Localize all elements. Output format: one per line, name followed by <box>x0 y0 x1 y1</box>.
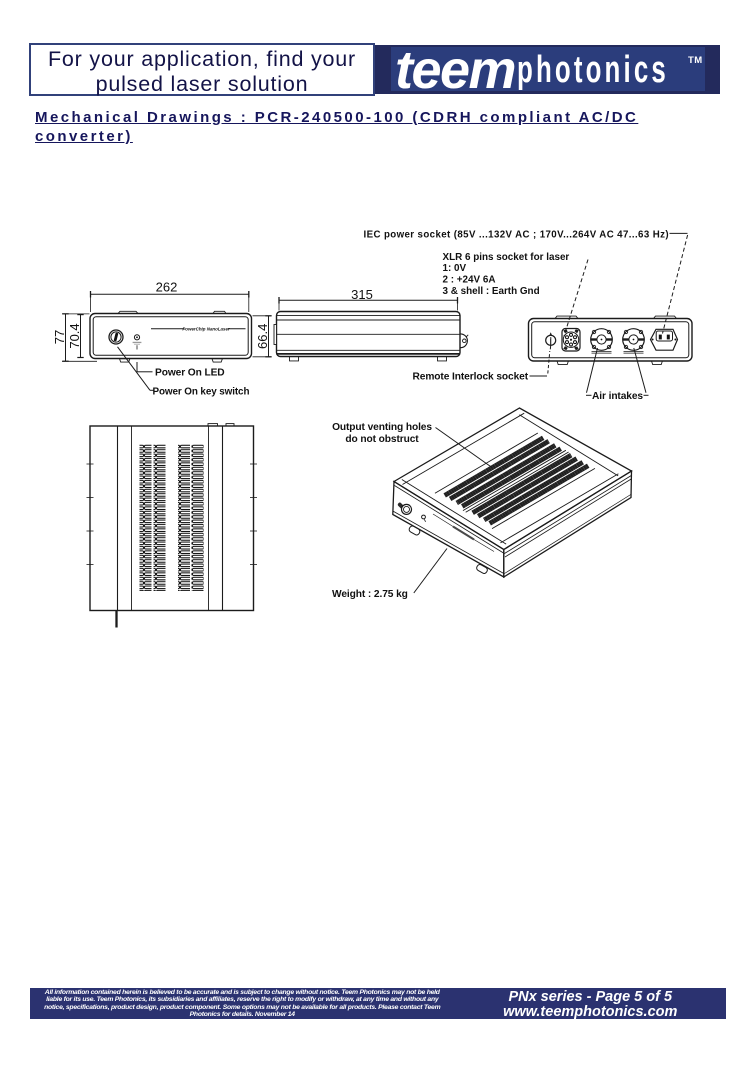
svg-text:1: 0V: 1: 0V <box>443 263 467 274</box>
svg-text:3 & shell : Earth Gnd: 3 & shell : Earth Gnd <box>443 286 540 297</box>
svg-text:77: 77 <box>52 330 67 344</box>
svg-text:70.4: 70.4 <box>67 323 82 348</box>
svg-text:Power On LED: Power On LED <box>155 367 225 378</box>
svg-text:XLR 6 pins socket for laser: XLR 6 pins socket for laser <box>443 252 570 263</box>
svg-text:315: 315 <box>351 287 373 302</box>
svg-text:262: 262 <box>156 280 178 295</box>
svg-text:66.4: 66.4 <box>255 324 270 349</box>
svg-text:Remote Interlock socket: Remote Interlock socket <box>413 372 529 383</box>
svg-text:do not obstruct: do not obstruct <box>345 434 419 445</box>
svg-text:2 : +24V 6A: 2 : +24V 6A <box>443 275 496 286</box>
svg-text:PowerChip NanoLaser: PowerChip NanoLaser <box>182 327 230 332</box>
svg-text:Weight : 2.75 kg: Weight : 2.75 kg <box>332 589 408 600</box>
svg-text:Air intakes: Air intakes <box>592 391 643 402</box>
svg-text:Output venting holes: Output venting holes <box>332 422 432 433</box>
svg-text:IEC power socket (85V ...132V: IEC power socket (85V ...132V AC ; 170V.… <box>364 230 669 241</box>
svg-text:Power On key switch: Power On key switch <box>153 386 250 397</box>
